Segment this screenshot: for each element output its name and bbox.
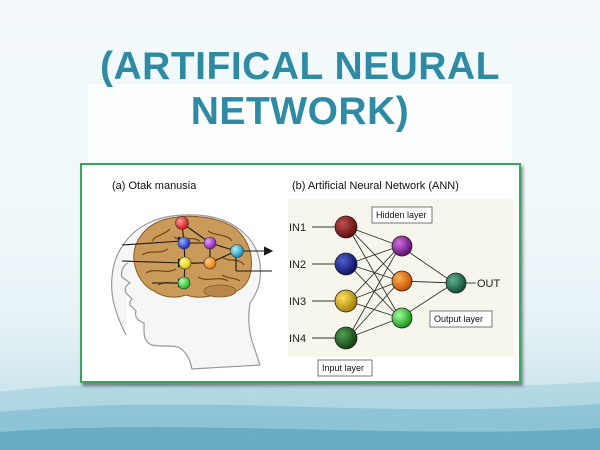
ann-output-label: OUT	[477, 278, 501, 290]
ann-diagram: (a) Otak manusia	[111, 180, 514, 377]
brain-neuron-teal	[230, 244, 244, 258]
slide-title-line-1: (ARTIFICAL NEURAL	[100, 45, 500, 88]
slide-title-line-2: NETWORK)	[190, 90, 410, 133]
slide-title: (ARTIFICAL NEURAL NETWORK)	[40, 44, 560, 134]
title-band	[88, 84, 512, 162]
input-layer-label-box: Input layer	[317, 359, 373, 377]
ann-input-label-3: IN3	[289, 296, 306, 308]
brain-neuron-blue	[177, 236, 191, 250]
ann-hidden-node-1	[391, 235, 413, 257]
caption-ann: (b) Artificial Neural Network (ANN)	[292, 180, 459, 192]
ann-input-label-2: IN2	[289, 259, 306, 271]
ann-input-layer-nodes	[334, 215, 358, 350]
ann-input-node-1	[334, 215, 358, 239]
ann-input-label-4: IN4	[289, 333, 306, 345]
output-layer-label: Output layer	[434, 314, 483, 324]
hidden-layer-label: Hidden layer	[376, 210, 427, 220]
ann-hidden-layer-nodes	[391, 235, 413, 329]
brain-neuron-orange	[203, 256, 217, 270]
ann-hidden-node-2	[391, 270, 413, 292]
input-layer-label: Input layer	[322, 363, 364, 373]
figure-frame: (a) Otak manusia	[80, 163, 521, 383]
brain-neuron-yellow	[178, 256, 192, 270]
brain-neuron-green	[177, 276, 191, 290]
brain-neurons	[175, 216, 244, 290]
ann-output-node	[445, 272, 467, 294]
output-layer-label-box: Output layer	[429, 310, 493, 328]
ann-input-node-2	[334, 252, 358, 276]
ann-input-node-3	[334, 289, 358, 313]
brain-neuron-purple	[203, 236, 217, 250]
ann-input-node-4	[334, 326, 358, 350]
caption-human-brain: (a) Otak manusia	[112, 180, 197, 192]
ann-hidden-node-3	[391, 307, 413, 329]
human-head-illustration	[111, 214, 262, 370]
brain-neuron-red	[175, 216, 189, 230]
ann-input-label-1: IN1	[289, 222, 306, 234]
hidden-layer-label-box: Hidden layer	[371, 206, 433, 224]
ann-input-connector-lines	[312, 226, 338, 339]
